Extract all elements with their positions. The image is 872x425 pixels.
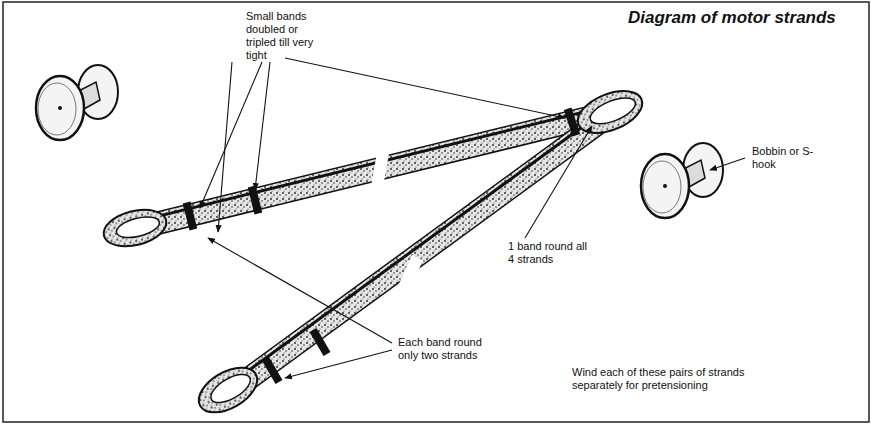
- strand-break: [387, 255, 423, 314]
- leader-line: [525, 126, 592, 238]
- small-band: [310, 328, 331, 356]
- leader-line: [285, 350, 392, 378]
- bobbins: [36, 65, 723, 218]
- leader-line: [208, 238, 392, 343]
- leader-line: [255, 62, 270, 190]
- callout-label: 1 band round all 4 strands: [508, 240, 588, 266]
- strand-loop: [191, 358, 264, 421]
- strand-break: [369, 139, 391, 200]
- strand-loop: [100, 204, 170, 252]
- rubber-strands: [100, 83, 648, 422]
- loop-hole: [114, 213, 161, 241]
- small-band: [262, 356, 283, 384]
- callout-label: Wind each of these pairs of strands sepa…: [572, 366, 772, 392]
- callout-label: Each band round only two strands: [398, 336, 493, 362]
- strand-edge: [236, 117, 596, 380]
- bobbin: [36, 65, 118, 140]
- frame: [3, 2, 869, 422]
- callout-label: Small bands doubled or tripled till very…: [246, 10, 326, 62]
- diagram-title: Diagram of motor strands: [628, 8, 836, 28]
- strand-loop: [572, 83, 649, 142]
- leader-line: [200, 62, 262, 208]
- loop-hole: [207, 369, 255, 408]
- small-band: [564, 107, 580, 136]
- bobbin: [641, 143, 723, 218]
- leader-line: [218, 62, 232, 232]
- leader-line: [710, 158, 745, 170]
- small-band: [183, 201, 198, 230]
- loop-hole: [587, 93, 639, 130]
- callout-label: Bobbin or S-hook: [752, 145, 814, 171]
- strand: [234, 113, 607, 394]
- leader-line: [285, 58, 565, 118]
- leader-lines: [200, 58, 745, 378]
